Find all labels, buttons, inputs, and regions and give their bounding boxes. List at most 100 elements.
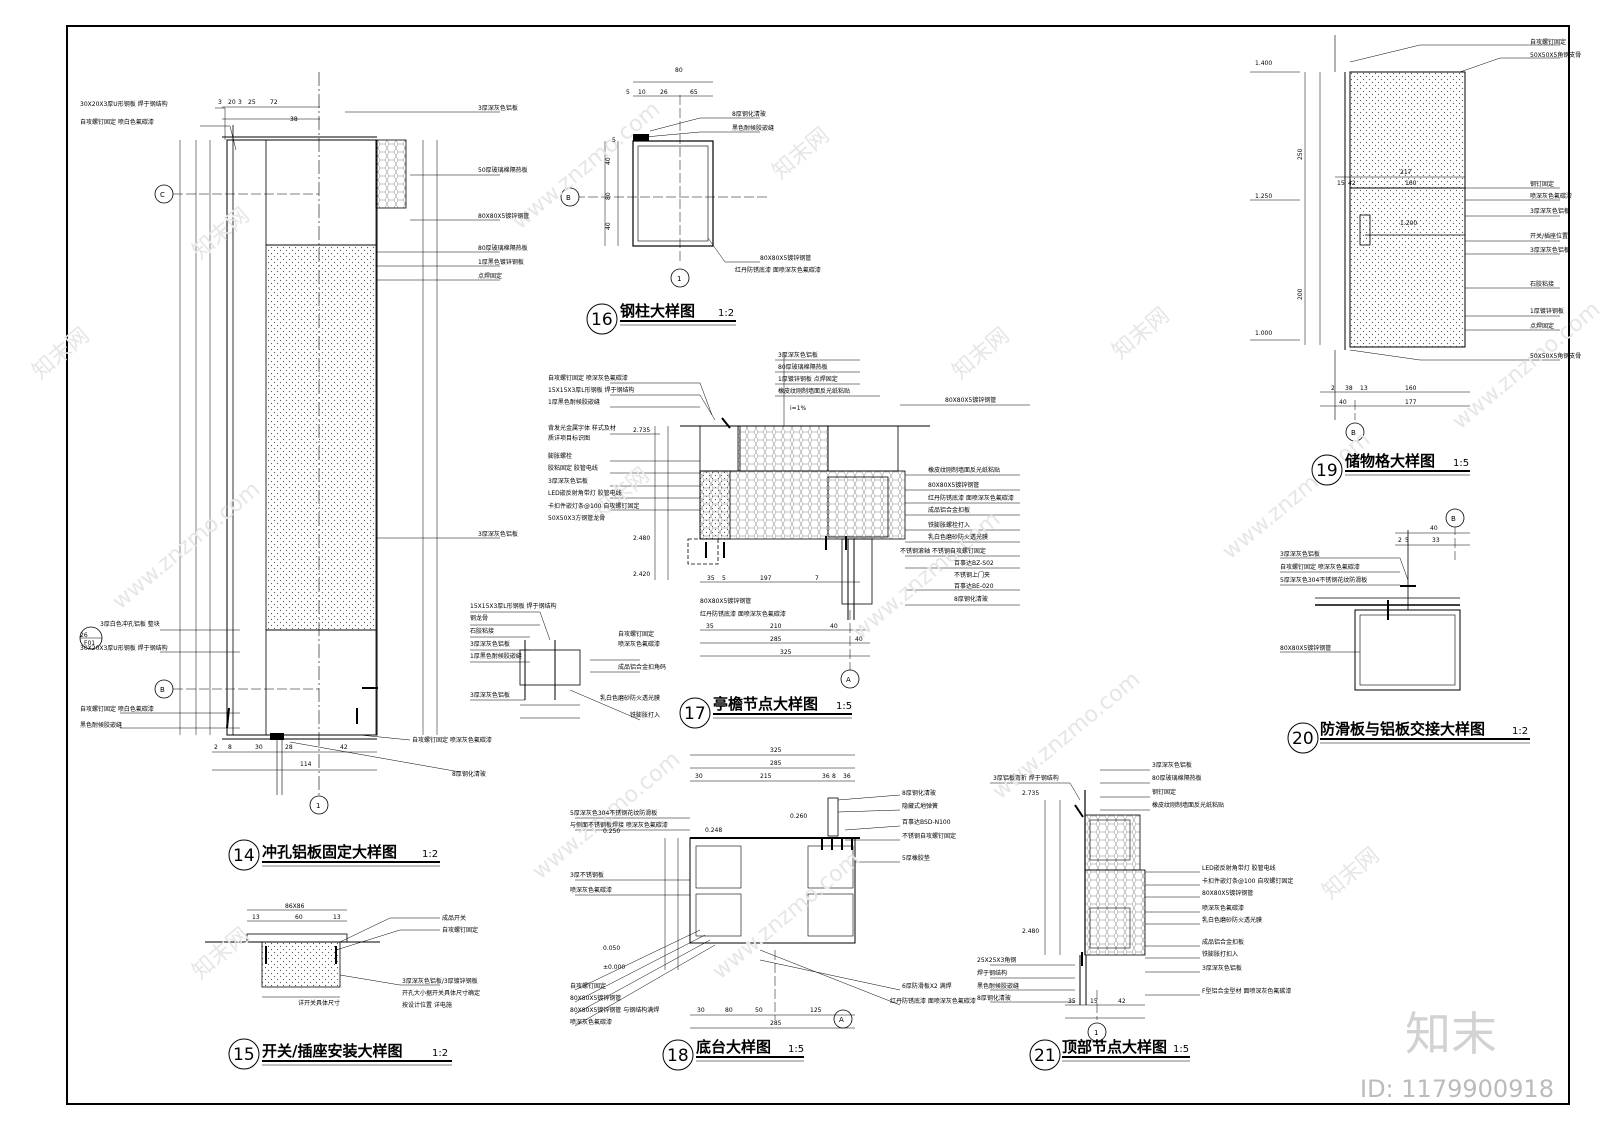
watermark-text: 知末网 [28, 323, 95, 385]
svg-text:1:2: 1:2 [718, 308, 734, 319]
note-label: 石胶粘接 [470, 627, 494, 635]
dimension-label: 160 [1405, 385, 1417, 392]
svg-text:储物格大样图: 储物格大样图 [1345, 452, 1435, 470]
note-label: 百事达BE-020 [954, 582, 994, 590]
detail-15-notes: 成品开关自攻螺钉固定3厚深灰色铝板/3厚镀锌钢板开孔大小据开关具体尺寸确定按设计… [252, 903, 480, 1009]
axis-b-20: B [1451, 515, 1456, 523]
dimension-label: 42 [1348, 180, 1356, 187]
level-label: 1.200 [1400, 220, 1417, 227]
note-label: 自攻螺钉固定 [1530, 38, 1566, 46]
watermark-text: 知末网 [1318, 843, 1385, 905]
dimension-label: 5 [722, 575, 726, 582]
note-label: 1厚镀锌钢板 [1530, 307, 1564, 315]
note-label: 红丹防锈底漆 面喷深灰色氟碳漆 [735, 266, 821, 274]
note-label: 乳白色磨砂防火透光膜 [600, 694, 660, 702]
dimension-label: 40 [855, 636, 863, 643]
watermark-id: ID: 1179900918 [1360, 1075, 1554, 1103]
dimension-label: 35 [706, 623, 714, 630]
note-label: 5厚深灰色304不锈钢花纹防滑板 [1280, 576, 1367, 584]
note-label: 3厚深灰色铝板 [778, 351, 818, 359]
note-label: 26 [80, 632, 88, 639]
note-label: 5厚深灰色304不锈钢花纹防滑板 [570, 809, 657, 817]
dimension-label: 285 [770, 760, 782, 767]
note-label: 3厚深灰色铝板 [1202, 964, 1242, 972]
dimension-label: 325 [770, 747, 782, 754]
dimension-label: 35 [1068, 998, 1076, 1005]
dimension-label: 40 [1339, 399, 1347, 406]
axis-1-16: 1 [677, 275, 681, 283]
dimension-label: 42 [340, 744, 348, 751]
dimension-label: 80 [725, 1007, 733, 1014]
dimension-label: 26 [660, 89, 668, 96]
svg-text:15: 15 [233, 1045, 255, 1065]
dimension-label: 65 [690, 89, 698, 96]
svg-text:钢柱大样图: 钢柱大样图 [620, 302, 695, 320]
note-label: 80X80X5镀锌钢管 [760, 254, 811, 262]
dimension-label: 80 [605, 192, 612, 200]
dimension-label: 86X86 [285, 903, 305, 910]
note-label: 乳白色磨砂防火透光膜 [1202, 916, 1262, 924]
dimension-label: 5 [626, 89, 630, 96]
detail-title-20: 20 防滑板与铝板交接大样图 1:2 [1287, 720, 1530, 754]
note-label: 8厚钢化清玻 [977, 994, 1011, 1002]
note-label: 5厚橡胶垫 [902, 854, 930, 862]
dimension-label: 13 [333, 914, 341, 921]
dimension-label: 40 [830, 623, 838, 630]
note-label: 橡皮纹刚制墙面反光纸粘贴 [928, 466, 1000, 474]
svg-text:1:2: 1:2 [422, 849, 438, 860]
detail-21 [990, 769, 1200, 1042]
note-label: 不锈钢自攻螺钉固定 [902, 832, 956, 840]
svg-text:底台大样图: 底台大样图 [696, 1038, 771, 1056]
note-label: 25X25X3角钢 [977, 956, 1016, 964]
note-label: 50X50X5角钢支骨 [1530, 352, 1581, 360]
note-label: 铁膨胀打扣入 [1202, 950, 1238, 958]
dimension-label: 215 [760, 773, 772, 780]
note-label: 黑色耐候胶嵌缝 [80, 721, 122, 729]
svg-text:顶部节点大样图: 顶部节点大样图 [1062, 1038, 1167, 1056]
note-label: 3厚铝板弯折 焊于钢结构 [993, 774, 1059, 782]
note-label: 膨胀螺栓 [548, 452, 572, 460]
axis-c-14: C [160, 191, 165, 199]
dimension-label: 40 [605, 222, 612, 230]
dimension-label: 285 [770, 1020, 782, 1027]
detail-title-19: 19 储物格大样图 1:5 [1311, 452, 1470, 486]
dimension-label: 177 [1405, 399, 1417, 406]
dimension-label: 3 [238, 99, 242, 106]
level-label: 1.000 [1255, 330, 1272, 337]
detail-16 [560, 81, 770, 288]
detail-19 [1250, 35, 1560, 442]
detail-18 [574, 754, 901, 1029]
dimension-label: 13 [252, 914, 260, 921]
dimension-label: 114 [300, 761, 312, 768]
note-label: 成品铝合金扣板 [928, 506, 970, 514]
level-label: 0.050 [603, 945, 620, 952]
note-label: 3厚深灰色铝板/3厚镀锌钢板 [402, 977, 478, 985]
dimension-label: 36 [843, 773, 851, 780]
note-label: 8厚钢化清玻 [452, 770, 486, 778]
note-label: 卡扣件嵌灯条@100 自攻螺钉固定 [1202, 877, 1293, 885]
note-label: 80X80X5镀锌钢管 [1202, 889, 1253, 897]
note-label: 成品铝合金扣角码 [618, 663, 666, 671]
dimension-label: 40 [1430, 525, 1438, 532]
note-label: i=1% [790, 405, 807, 412]
dimension-label: 285 [770, 636, 782, 643]
detail-title-15: 15 开关/插座安装大样图 1:2 [228, 1038, 452, 1070]
axis-1-21: 1 [1094, 1029, 1098, 1037]
note-label: 不锈钢滚轴 不锈钢自攻螺钉固定 [900, 547, 986, 555]
svg-text:18: 18 [667, 1046, 689, 1066]
note-label: 卡扣件嵌灯条@100 自攻螺钉固定 [548, 502, 639, 510]
svg-text:20: 20 [1292, 729, 1314, 749]
note-label: 铁膨胀打入 [630, 711, 660, 719]
dimension-label: 2 [1398, 537, 1402, 544]
note-label: 30X20X3厚U形钢板 焊于钢结构 [80, 100, 168, 108]
svg-text:1:5: 1:5 [1453, 458, 1469, 469]
note-label: 点焊固定 [1530, 322, 1554, 330]
detail-14 [79, 72, 500, 815]
note-label: F型铝合金型材 面喷深灰色氟碳漆 [1202, 987, 1291, 995]
note-label: 8厚钢化清玻 [954, 595, 988, 603]
svg-text:冲孔铝板固定大样图: 冲孔铝板固定大样图 [262, 843, 397, 861]
note-label: 喷深灰色氟碳漆 [618, 640, 660, 648]
